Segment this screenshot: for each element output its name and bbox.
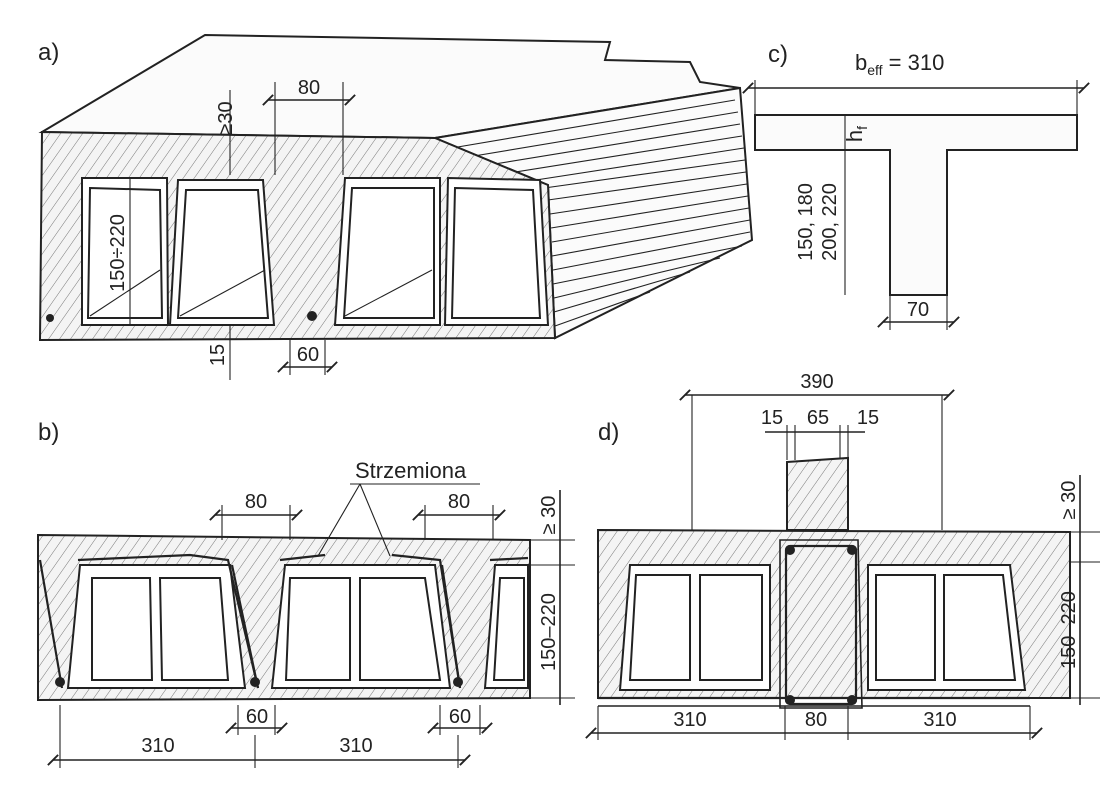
slab-d-units [618,564,1027,691]
dim-d-310-left: 310 [673,709,706,731]
panel-b: b) Strzemiona 80 80 [37,419,575,768]
rebar-dot [46,314,54,322]
slab-b-units [38,553,529,689]
panel-c-label: c) [768,41,788,68]
dim-d-150-220: 150–220 [1058,591,1080,669]
dim-d-390: 390 [800,371,833,393]
rebar-dot [55,677,65,687]
rebar-dot [250,677,260,687]
slab-a-voids [81,176,550,326]
beff-label: beff = 310 [855,50,944,78]
annotation-strzemiona: Strzemiona [355,458,467,483]
panel-b-label: b) [38,419,59,446]
dim-a-30: ≥30 [215,101,237,134]
dim-d-310-right: 310 [923,709,956,731]
dim-d-15-right: 15 [857,407,879,429]
panel-c: c) beff = 310 hf 150, 180 200, 220 70 [742,41,1090,330]
dim-a-80: 80 [298,77,320,99]
beam-cage [779,539,863,709]
dim-b-310-right: 310 [339,735,372,757]
dim-b-60-right: 60 [449,706,471,728]
panel-d: d) 390 15 65 15 [585,371,1100,740]
dim-a-150-220: 150÷220 [107,214,129,292]
dim-b-30: ≥ 30 [538,496,560,535]
rebar-dot [453,677,463,687]
dim-b-150-220: 150–220 [538,593,560,671]
height-line1: 150, 180 [795,183,817,261]
dim-a-60: 60 [297,344,319,366]
panel-d-label: d) [598,419,619,446]
dim-a-15: 15 [207,344,229,366]
dim-b-60-left: 60 [246,706,268,728]
panel-a: a) 80 ≥30 [38,33,754,380]
dim-d-15-left: 15 [761,407,783,429]
panel-a-label: a) [38,39,59,66]
rebar-dot [307,311,317,321]
web-width: 70 [907,299,929,321]
height-line2: 200, 220 [819,183,841,261]
dim-d-30: ≥ 30 [1058,481,1080,520]
dim-b-80-right: 80 [448,491,470,513]
dim-b-80-left: 80 [245,491,267,513]
dim-b-310-left: 310 [141,735,174,757]
wall-section [786,456,849,531]
dim-d-80: 80 [805,709,827,731]
dim-d-65: 65 [807,407,829,429]
hf-label: hf [842,126,870,142]
